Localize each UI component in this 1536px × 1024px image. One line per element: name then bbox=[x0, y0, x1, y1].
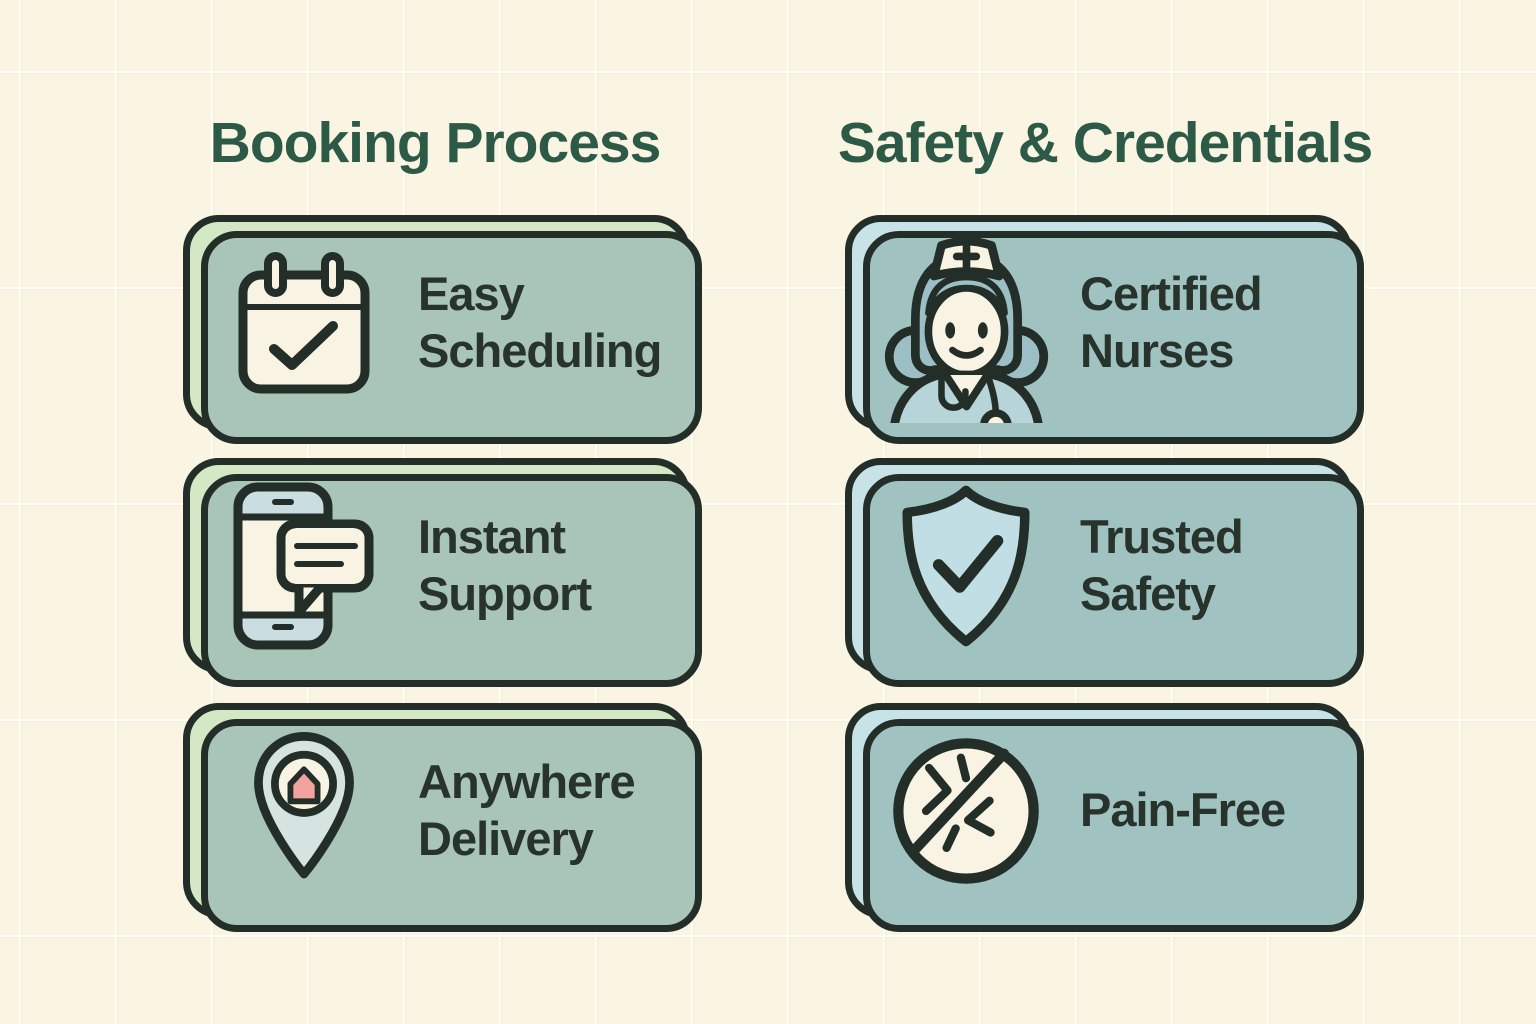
card-instant-support: Instant Support bbox=[183, 458, 702, 687]
location-home-icon bbox=[190, 710, 418, 911]
card-easy-scheduling: Easy Scheduling bbox=[183, 215, 702, 444]
card-label: Easy Scheduling bbox=[418, 267, 662, 377]
safety-credentials-heading: Safety & Credentials bbox=[837, 111, 1373, 175]
shield-check-icon bbox=[852, 465, 1080, 666]
phone-chat-icon bbox=[190, 465, 418, 666]
card-label: Instant Support bbox=[418, 510, 592, 620]
card-trusted-safety: Trusted Safety bbox=[845, 458, 1364, 687]
card-pain-free: Pain-Free bbox=[845, 703, 1364, 932]
card-certified-nurses: Certified Nurses bbox=[845, 215, 1364, 444]
card-label: Trusted Safety bbox=[1080, 510, 1244, 620]
booking-process-heading: Booking Process bbox=[209, 111, 662, 175]
card-label: Pain-Free bbox=[1080, 783, 1286, 837]
nurse-icon bbox=[852, 222, 1080, 423]
card-label: Certified Nurses bbox=[1080, 267, 1263, 377]
card-anywhere-delivery: Anywhere Delivery bbox=[183, 703, 702, 932]
card-label: Anywhere Delivery bbox=[418, 755, 636, 865]
calendar-check-icon bbox=[190, 222, 418, 423]
no-pain-icon bbox=[852, 710, 1080, 911]
